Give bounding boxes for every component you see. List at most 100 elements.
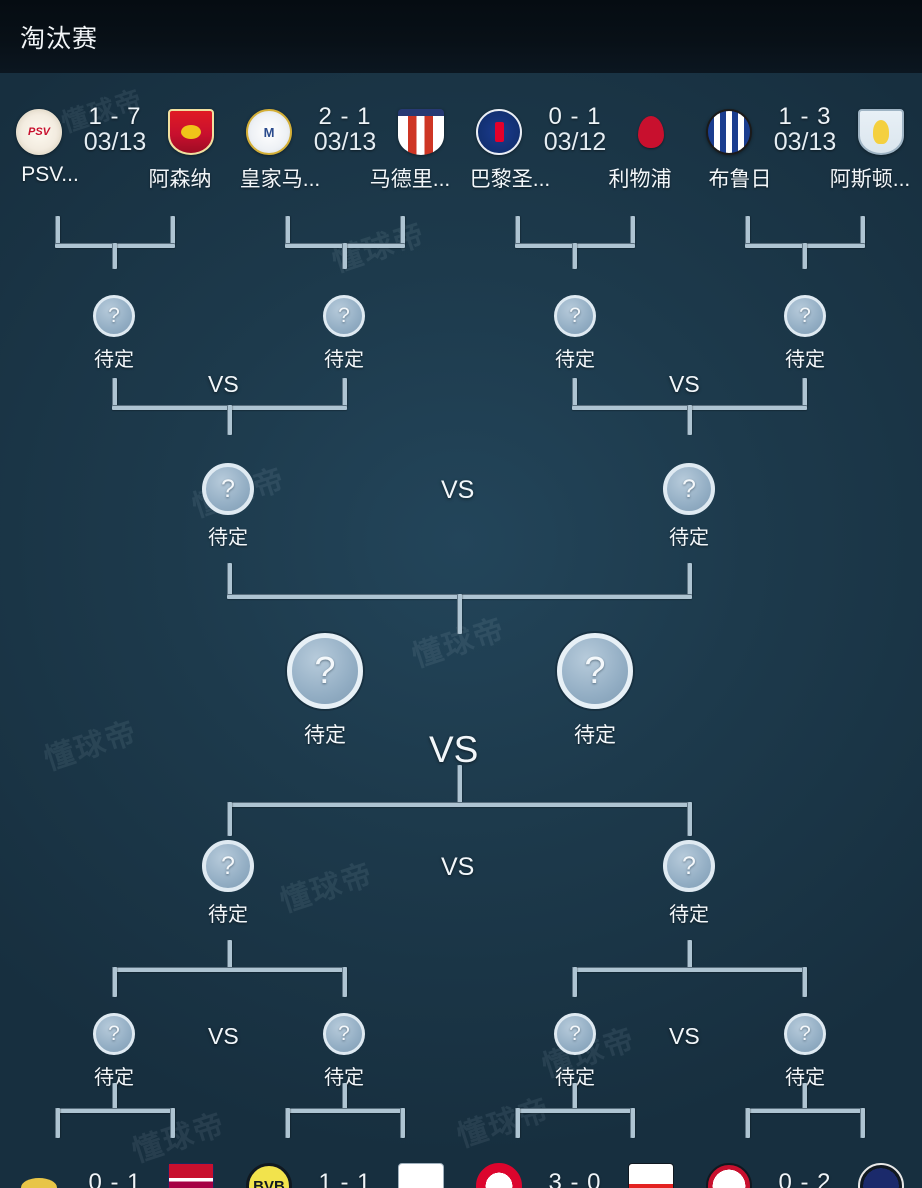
- tbd-label: 待定: [785, 349, 825, 371]
- question-mark-icon: ?: [663, 840, 715, 892]
- tbd-label: 待定: [555, 1067, 595, 1089]
- bracket-line: [342, 378, 347, 408]
- bracket-line: [802, 378, 807, 408]
- tbd-label: 待定: [94, 1067, 134, 1089]
- arsenal-badge: [168, 109, 214, 155]
- bracket-line: [112, 378, 117, 408]
- vs-label: VS: [441, 476, 475, 504]
- bracket-line: [457, 765, 462, 805]
- match-card[interactable]: 0 - 1: [0, 1155, 230, 1188]
- tbd-node[interactable]: ? 待定: [653, 463, 725, 550]
- question-mark-icon: ?: [663, 463, 715, 515]
- bracket-line: [400, 1108, 405, 1138]
- tbd-node[interactable]: ? 待定: [543, 1013, 607, 1090]
- question-mark-icon: ?: [93, 295, 135, 337]
- away-team-name: 利物浦: [608, 168, 672, 191]
- bracket-line: [802, 967, 807, 997]
- bracket-line: [400, 216, 405, 246]
- tbd-label: 待定: [208, 904, 248, 926]
- bracket-line: [860, 1108, 865, 1138]
- question-mark-icon: ?: [557, 633, 633, 709]
- match-date: 03/13: [313, 128, 377, 156]
- vs-label: VS: [669, 1023, 700, 1049]
- vs-label-final: VS: [429, 729, 479, 770]
- question-mark-icon: ?: [93, 1013, 135, 1055]
- tbd-node[interactable]: ? 待定: [773, 1013, 837, 1090]
- match-score: 3 - 0: [548, 1169, 602, 1188]
- bracket-line: [457, 594, 462, 634]
- tbd-node[interactable]: ? 待定: [773, 295, 837, 372]
- tbd-label: 待定: [94, 349, 134, 371]
- tbd-label: 待定: [555, 349, 595, 371]
- tbd-node-final[interactable]: ? 待定: [278, 633, 372, 749]
- tbd-node[interactable]: ? 待定: [543, 295, 607, 372]
- match-card[interactable]: 0 - 1 03/12 巴黎圣... 利物浦: [460, 101, 690, 201]
- bracket-line: [227, 802, 232, 836]
- tbd-label: 待定: [669, 904, 709, 926]
- vs-label: VS: [208, 1023, 239, 1049]
- watermark: 懂球帝: [453, 1091, 556, 1155]
- match-score: 0 - 1: [88, 1169, 142, 1188]
- tbd-node[interactable]: ? 待定: [82, 295, 146, 372]
- match-card[interactable]: PSV 1 - 7 03/13 PSV... 阿森纳: [0, 101, 230, 201]
- watermark: 懂球帝: [276, 856, 379, 920]
- bracket-line: [342, 1083, 347, 1111]
- tbd-node-final[interactable]: ? 待定: [548, 633, 642, 749]
- bracket-line: [55, 1108, 60, 1138]
- bracket-line: [112, 243, 117, 269]
- tbd-node[interactable]: ? 待定: [312, 1013, 376, 1090]
- home-team-name: PSV...: [21, 163, 79, 186]
- bracket-line: [342, 967, 347, 997]
- bracket-line: [227, 563, 232, 597]
- bracket-line: [745, 1108, 865, 1113]
- psv-badge: PSV: [16, 109, 62, 155]
- lille-badge: [398, 1163, 444, 1188]
- bracket-line: [515, 1108, 520, 1138]
- match-card[interactable]: 1 - 3 03/13 布鲁日 阿斯顿...: [690, 101, 920, 201]
- bracket-line: [687, 405, 692, 435]
- question-mark-icon: ?: [554, 295, 596, 337]
- tbd-node[interactable]: ? 待定: [312, 295, 376, 372]
- bracket-line: [227, 940, 232, 970]
- bracket-line: [687, 802, 692, 836]
- match-score: 1 - 1: [318, 1169, 372, 1188]
- bracket-line: [170, 1108, 175, 1138]
- question-mark-icon: ?: [202, 840, 254, 892]
- tbd-node[interactable]: ? 待定: [192, 840, 264, 927]
- question-mark-icon: ?: [784, 295, 826, 337]
- tbd-node[interactable]: ? 待定: [653, 840, 725, 927]
- bracket-line: [630, 216, 635, 246]
- match-card[interactable]: M 2 - 1 03/13 皇家马... 马德里...: [230, 101, 460, 201]
- barcelona-badge: [168, 1163, 214, 1188]
- match-score: 0 - 1: [548, 103, 602, 130]
- tbd-node[interactable]: ? 待定: [192, 463, 264, 550]
- page-title: 淘汰赛: [20, 24, 99, 53]
- real-madrid-badge: M: [246, 109, 292, 155]
- match-score: 1 - 7: [88, 103, 142, 130]
- bracket-line: [860, 216, 865, 246]
- bracket-line: [802, 1083, 807, 1111]
- match-card[interactable]: 0 - 2: [690, 1155, 920, 1188]
- bracket-line: [572, 967, 807, 972]
- bracket-line: [572, 378, 577, 408]
- aston-villa-badge: [858, 109, 904, 155]
- bracket-line: [572, 1083, 577, 1111]
- atletico-madrid-badge: [398, 109, 444, 155]
- bracket-line: [745, 1108, 750, 1138]
- bracket-line: [227, 405, 232, 435]
- question-mark-icon: ?: [784, 1013, 826, 1055]
- question-mark-icon: ?: [554, 1013, 596, 1055]
- bracket-board: 懂球帝 懂球帝 懂球帝 懂球帝 懂球帝 懂球帝 懂球帝 懂球帝 懂球帝 懂球帝 …: [0, 73, 922, 1188]
- home-team-name: 皇家马...: [239, 168, 321, 191]
- match-card[interactable]: 3 - 0: [460, 1155, 690, 1188]
- bracket-line: [285, 1108, 290, 1138]
- tbd-node[interactable]: ? 待定: [82, 1013, 146, 1090]
- question-mark-icon: ?: [202, 463, 254, 515]
- question-mark-icon: ?: [323, 1013, 365, 1055]
- bracket-line: [572, 243, 577, 269]
- bracket-line: [572, 967, 577, 997]
- bracket-line: [112, 1083, 117, 1111]
- match-card[interactable]: BVB 1 - 1: [230, 1155, 460, 1188]
- bracket-line: [55, 1108, 175, 1113]
- question-mark-icon: ?: [287, 633, 363, 709]
